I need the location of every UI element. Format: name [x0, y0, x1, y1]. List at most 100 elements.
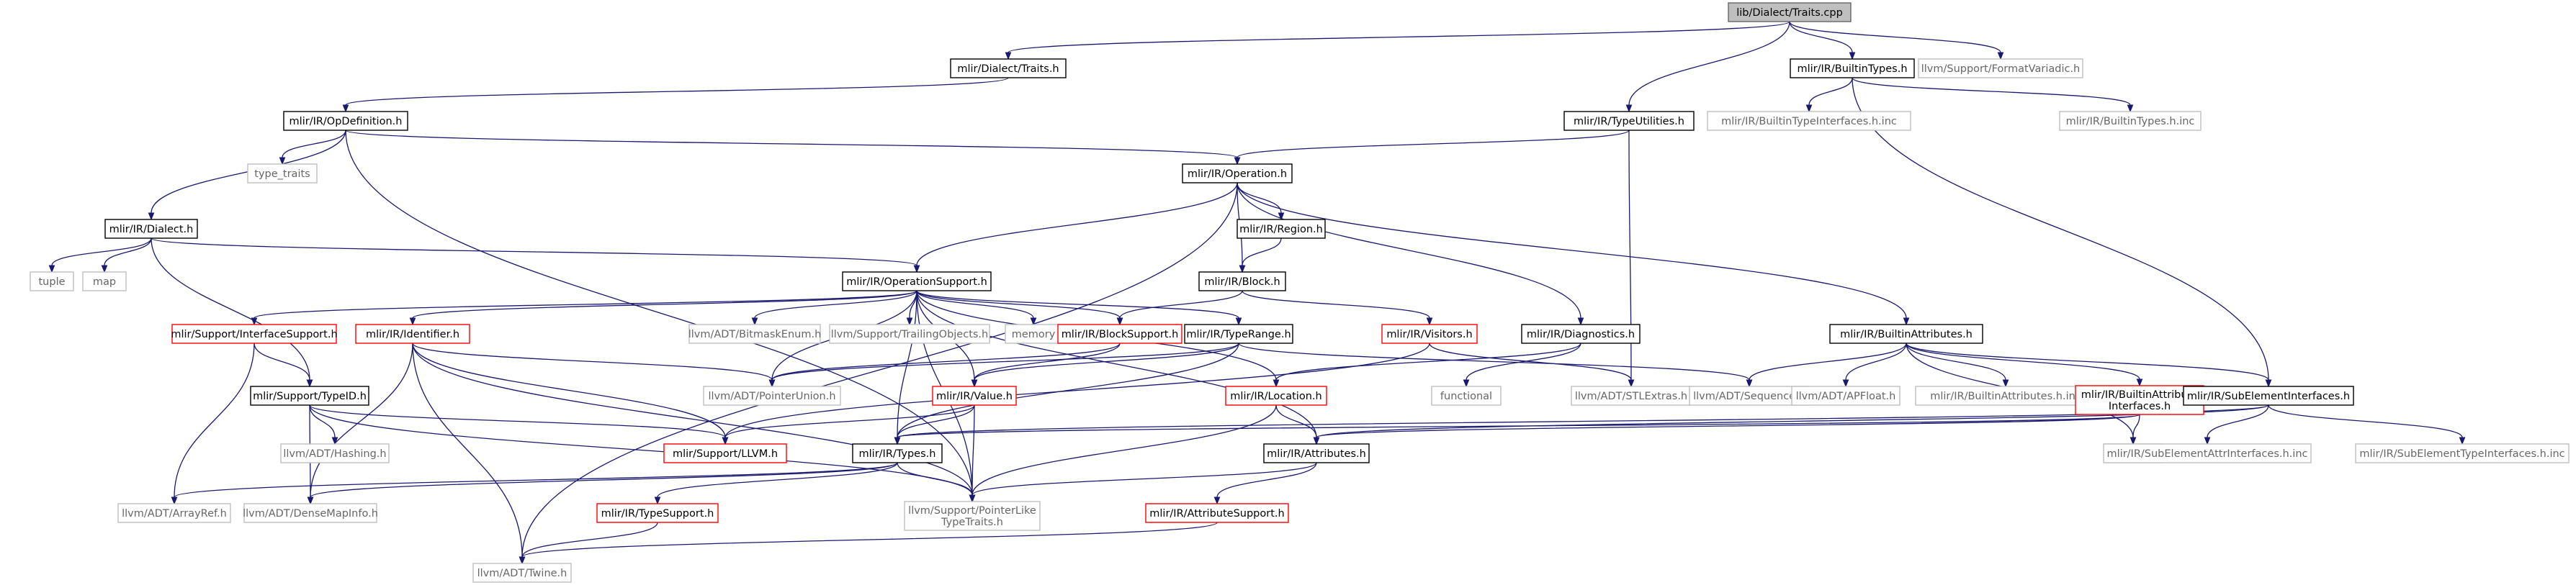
- node-block-h[interactable]: mlir/IR/Block.h: [1198, 271, 1286, 291]
- arrowhead-icon: [306, 379, 313, 388]
- node-box: [243, 503, 377, 523]
- node-attribute-support-h[interactable]: mlir/IR/AttributeSupport.h: [1145, 503, 1289, 523]
- edge-dialect-h-to-tuple: [48, 237, 152, 273]
- node-box: [1381, 324, 1478, 344]
- edge-builtin-attributes-h-to-builtin-attributes-inc: [1906, 343, 2009, 388]
- arrowhead-icon: [2204, 437, 2211, 445]
- node-value-h[interactable]: mlir/IR/Value.h: [932, 386, 1017, 406]
- node-builtin-attributes-inc: mlir/IR/BuiltinAttributes.h.inc: [1915, 386, 2096, 406]
- nodes-layer: lib/Dialect/Traits.cpp mlir/Dialect/Trait…: [30, 2, 2570, 583]
- node-sub-element-interfaces-h[interactable]: mlir/IR/SubElementInterfaces.h: [2183, 386, 2354, 406]
- node-op-definition-h[interactable]: mlir/IR/OpDefinition.h: [283, 111, 408, 131]
- edge-interface-support-h-to-array-ref-h: [171, 343, 255, 505]
- node-label: mlir/IR/OpDefinition.h: [290, 116, 403, 127]
- node-traits-cpp[interactable]: lib/Dialect/Traits.cpp: [1728, 2, 1852, 22]
- node-type-id-h[interactable]: mlir/Support/TypeID.h: [250, 386, 369, 406]
- arrowhead-icon: [48, 265, 55, 273]
- node-location-h[interactable]: mlir/IR/Location.h: [1225, 386, 1327, 406]
- node-dialect-traits-h[interactable]: mlir/Dialect/Traits.h: [950, 58, 1067, 78]
- node-types-h[interactable]: mlir/IR/Types.h: [852, 443, 943, 463]
- arrowhead-icon: [1463, 379, 1470, 388]
- edge-block-h-to-block-support-h: [1116, 290, 1243, 326]
- node-region-h[interactable]: mlir/IR/Region.h: [1237, 219, 1326, 239]
- node-stl-extras-h: llvm/ADT/STLExtras.h: [1571, 386, 1692, 406]
- node-box: [842, 271, 992, 291]
- node-label: mlir/IR/Diagnostics.h: [1527, 329, 1635, 340]
- node-label: mlir/IR/Identifier.h: [366, 329, 459, 340]
- edge-operation-support-h-to-identifier-h: [409, 290, 917, 326]
- node-label: mlir/IR/BuiltinTypeInterfaces.h.inc: [1721, 116, 1897, 127]
- node-label: functional: [1440, 391, 1492, 402]
- node-label: llvm/ADT/BitmaskEnum.h: [688, 329, 822, 340]
- node-box: [472, 563, 572, 583]
- edge-traits-cpp-to-builtin-types-h: [1789, 21, 1856, 60]
- arrowhead-icon: [342, 104, 349, 113]
- edge-type-range-h-to-sequence-h: [1238, 343, 1753, 388]
- edge-sub-element-interfaces-h-to-sub-element-type-interfaces-inc: [2268, 404, 2466, 445]
- node-builtin-attributes-h[interactable]: mlir/IR/BuiltinAttributes.h: [1829, 324, 1983, 344]
- arrowhead-icon: [148, 212, 155, 221]
- arrowhead-icon: [1577, 317, 1584, 326]
- node-box: [1145, 503, 1289, 523]
- node-diagnostics-h[interactable]: mlir/IR/Diagnostics.h: [1521, 324, 1641, 344]
- node-block-support-h[interactable]: mlir/IR/BlockSupport.h: [1057, 324, 1182, 344]
- node-hashing-h: llvm/ADT/Hashing.h: [280, 443, 390, 463]
- edge-operation-h-to-operation-support-h: [913, 182, 1238, 273]
- node-twine-h: llvm/ADT/Twine.h: [472, 563, 572, 583]
- edge-dialect-traits-h-to-op-definition-h: [342, 77, 1009, 113]
- edge-diagnostics-h-to-functional: [1463, 343, 1581, 388]
- arrowhead-icon: [1842, 379, 1849, 388]
- node-interface-support-h[interactable]: mlir/Support/InterfaceSupport.h: [171, 324, 338, 344]
- node-memory: memory: [1005, 324, 1062, 344]
- node-type-support-h[interactable]: mlir/IR/TypeSupport.h: [596, 503, 719, 523]
- edge-op-definition-h-to-type-traits: [279, 130, 346, 165]
- node-builtin-types-h[interactable]: mlir/IR/BuiltinTypes.h: [1790, 58, 1915, 78]
- arrowhead-icon: [409, 317, 416, 326]
- node-support-llvm-h[interactable]: mlir/Support/LLVM.h: [663, 443, 787, 463]
- node-box: [1915, 386, 2096, 406]
- arrowhead-icon: [1997, 52, 2004, 60]
- edge-builtin-types-h-to-builtin-types-inc: [1852, 77, 2134, 113]
- edge-identifier-h-to-dense-map-info-h: [307, 343, 413, 505]
- edge-traits-cpp-to-format-variadic-h: [1789, 21, 2004, 60]
- node-bitmask-enum-h: llvm/ADT/BitmaskEnum.h: [688, 324, 822, 344]
- node-box: [250, 386, 369, 406]
- node-label: mlir/IR/OperationSupport.h: [846, 276, 987, 288]
- node-box: [852, 443, 943, 463]
- edge-attribute-support-h-to-twine-h: [519, 522, 1218, 565]
- node-label: mlir/IR/BuiltinTypes.h.inc: [2066, 116, 2195, 127]
- edge-type-range-h-to-pointer-union-h: [768, 343, 1239, 388]
- node-label: lib/Dialect/Traits.cpp: [1736, 7, 1843, 19]
- arrowhead-icon: [654, 496, 661, 505]
- node-box: [1790, 58, 1915, 78]
- node-visitors-h[interactable]: mlir/IR/Visitors.h: [1381, 324, 1478, 344]
- edge-builtin-attributes-h-to-builtin-attribute-interfaces-h: [1906, 343, 2143, 387]
- node-type-range-h[interactable]: mlir/IR/TypeRange.h: [1184, 324, 1293, 344]
- node-label: llvm/ADT/DenseMapInfo.h: [243, 508, 378, 520]
- node-map: map: [82, 271, 127, 291]
- node-box: [829, 324, 990, 344]
- arrowhead-icon: [2130, 437, 2137, 445]
- node-label: mlir/Support/TypeID.h: [253, 391, 367, 402]
- node-identifier-h[interactable]: mlir/IR/Identifier.h: [355, 324, 470, 344]
- node-operation-h[interactable]: mlir/IR/Operation.h: [1182, 163, 1293, 183]
- node-dialect-h[interactable]: mlir/IR/Dialect.h: [104, 219, 198, 239]
- node-box: [283, 111, 408, 131]
- node-label: TypeTraits.h: [941, 517, 1003, 528]
- arrowhead-icon: [1030, 317, 1037, 326]
- node-label: llvm/ADT/ArrayRef.h: [122, 508, 227, 520]
- node-dense-map-info-h: llvm/ADT/DenseMapInfo.h: [243, 503, 378, 523]
- arrowhead-icon: [1273, 379, 1280, 388]
- node-label: mlir/Support/LLVM.h: [673, 448, 778, 460]
- arrowhead-icon: [279, 157, 286, 165]
- node-type-utilities-h[interactable]: mlir/IR/TypeUtilities.h: [1563, 111, 1695, 131]
- node-box: [1918, 58, 2083, 78]
- arrowhead-icon: [1213, 496, 1221, 505]
- node-operation-support-h[interactable]: mlir/IR/OperationSupport.h: [842, 271, 992, 291]
- arrowhead-icon: [1234, 157, 1241, 165]
- node-box: [1237, 219, 1326, 239]
- node-box: [688, 324, 821, 344]
- node-attributes-h[interactable]: mlir/IR/Attributes.h: [1263, 443, 1370, 463]
